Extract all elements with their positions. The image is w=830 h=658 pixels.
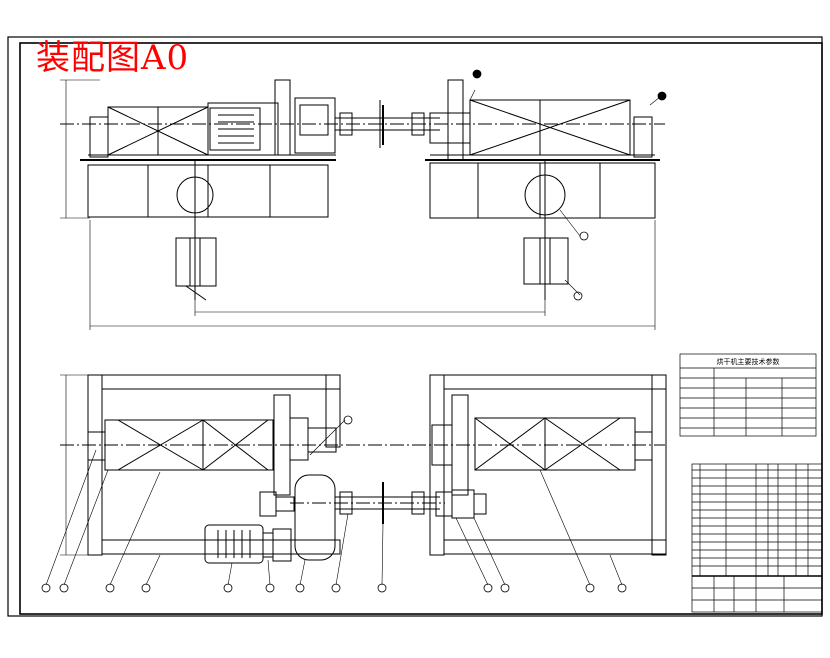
plan-view-dimensions <box>60 374 88 556</box>
plan-view-right-unit <box>429 374 667 556</box>
plan-view-shaft <box>60 444 665 524</box>
sheet-inner-border <box>19 42 823 615</box>
plan-view-leader-lines <box>45 89 661 586</box>
spec-table <box>679 353 817 437</box>
front-view-coupling-shaft <box>60 100 665 148</box>
front-view-right-unit <box>425 79 660 300</box>
drawing-title: 装配图A0 <box>36 38 190 78</box>
plan-view-left-unit <box>87 374 341 564</box>
title-block <box>691 463 823 613</box>
callout-circles <box>41 69 667 593</box>
spec-table-title: 烘干机主要技术参数 <box>717 357 780 366</box>
front-view-dimensions <box>60 79 656 330</box>
front-view-left-unit <box>80 79 336 301</box>
